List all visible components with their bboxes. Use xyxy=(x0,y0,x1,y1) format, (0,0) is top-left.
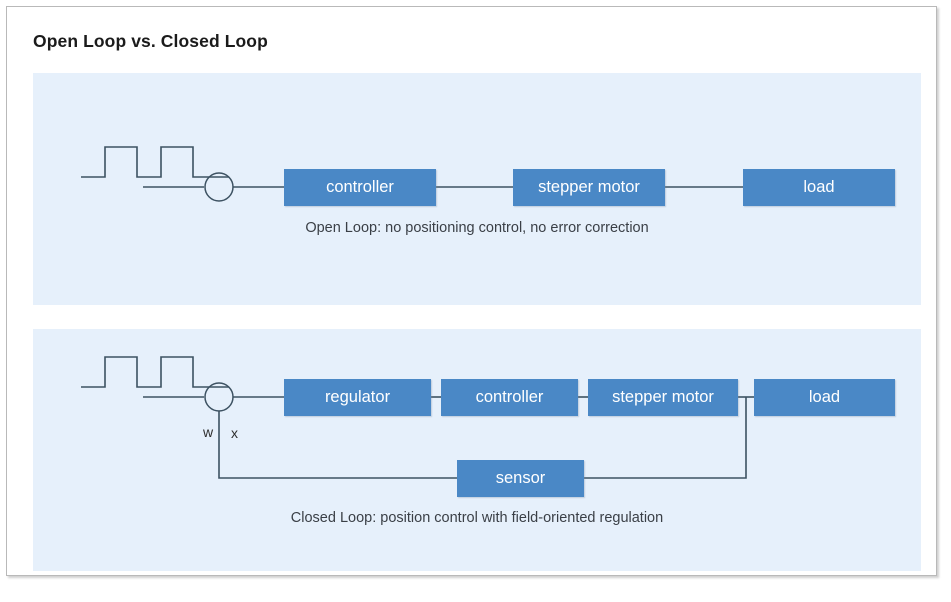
page-frame: Open Loop vs. Closed Loop controller ste… xyxy=(6,6,937,576)
feedback-label-x: x xyxy=(231,425,238,441)
block-controller[interactable]: controller xyxy=(441,379,578,416)
block-load[interactable]: load xyxy=(754,379,895,416)
block-load-label: load xyxy=(808,388,841,406)
setpoint-label-w: w xyxy=(203,424,214,440)
page-title: Open Loop vs. Closed Loop xyxy=(33,31,268,51)
block-stepper-motor[interactable]: stepper motor xyxy=(513,169,665,206)
block-sensor-label: sensor xyxy=(495,469,546,487)
block-regulator-label: regulator xyxy=(324,388,391,406)
block-stepper-motor[interactable]: stepper motor xyxy=(588,379,738,416)
closed-loop-wiring xyxy=(81,356,754,479)
closed-loop-caption: Closed Loop: position control with field… xyxy=(290,510,664,526)
open-loop-caption: Open Loop: no positioning control, no er… xyxy=(305,220,649,236)
pulse-train-waveform xyxy=(81,356,229,388)
block-stepper-motor-label: stepper motor xyxy=(612,388,714,406)
closed-loop-panel: regulator controller stepper motor load … xyxy=(33,329,921,571)
feedback-path-left xyxy=(218,411,457,479)
block-sensor[interactable]: sensor xyxy=(457,460,584,497)
open-loop-panel: controller stepper motor load Open Loop:… xyxy=(33,73,921,305)
block-load[interactable]: load xyxy=(743,169,895,206)
pulse-train-waveform xyxy=(81,146,229,178)
block-regulator[interactable]: regulator xyxy=(284,379,431,416)
block-stepper-motor-label: stepper motor xyxy=(538,178,640,196)
block-controller-label: controller xyxy=(475,388,544,406)
block-controller-label: controller xyxy=(326,178,394,196)
feedback-path-right xyxy=(584,397,747,479)
block-controller[interactable]: controller xyxy=(284,169,436,206)
open-loop-wiring xyxy=(81,146,743,202)
block-load-label: load xyxy=(803,178,835,196)
